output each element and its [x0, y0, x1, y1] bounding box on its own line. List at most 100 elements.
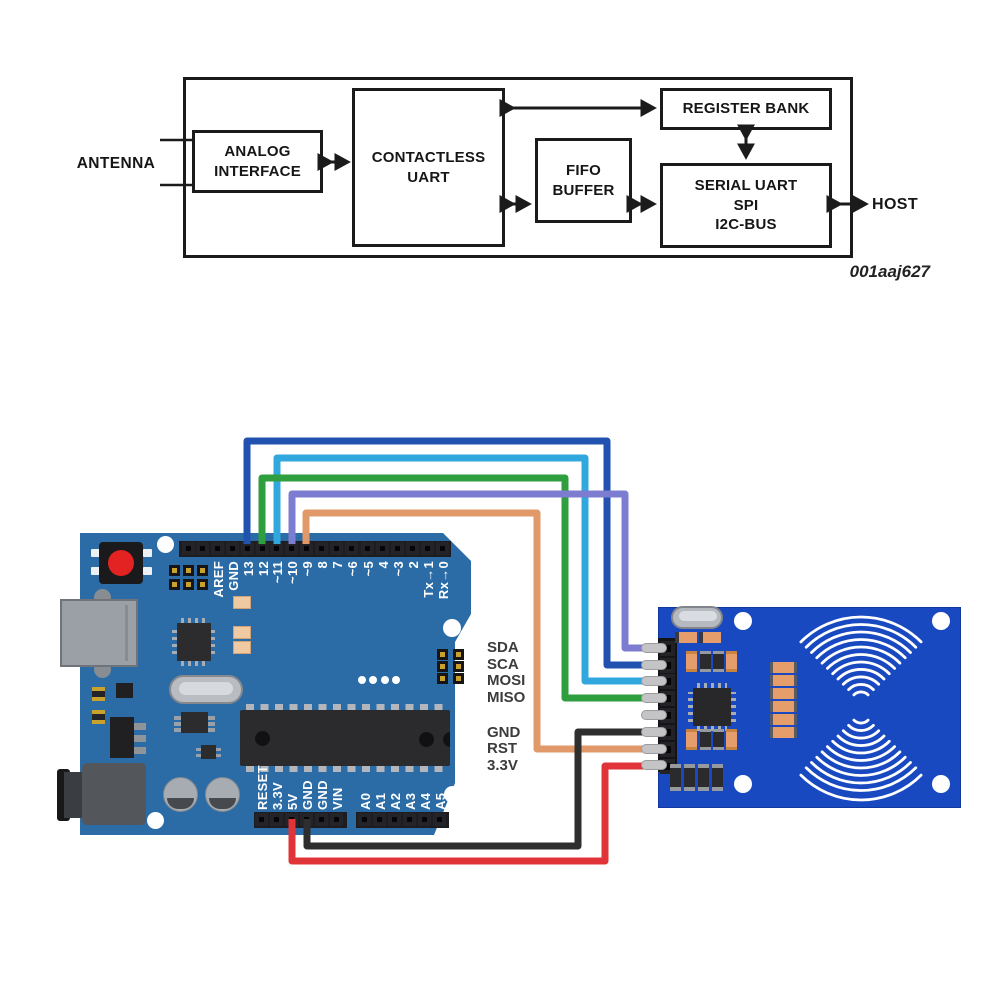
rc522-pin-label: MOSI — [487, 672, 526, 689]
voltage-regulator — [110, 717, 134, 758]
antenna-label: ANTENNA — [76, 155, 156, 172]
header-pin-a0[interactable] — [358, 813, 371, 826]
icsp-pin — [183, 565, 194, 576]
header-pin-rx0[interactable] — [436, 542, 449, 555]
icsp-pin — [437, 673, 448, 684]
header-pin-10[interactable] — [285, 542, 298, 555]
pin-label: ~3 — [391, 561, 406, 577]
header-pin-13[interactable] — [241, 542, 254, 555]
header-pin-3[interactable] — [391, 542, 404, 555]
module-crystal — [671, 606, 723, 629]
icsp-pin — [453, 673, 464, 684]
electrolytic-capacitor — [205, 777, 240, 812]
header-pin-7[interactable] — [330, 542, 343, 555]
module-pin-lead — [641, 676, 667, 686]
icsp-pin — [197, 565, 208, 576]
pin-label: 8 — [315, 561, 330, 569]
pin-label: ~10 — [285, 561, 300, 584]
rc522-pin-label: SCA — [487, 656, 519, 673]
mounting-hole — [147, 812, 164, 829]
chip-dimple — [419, 732, 434, 747]
header-pin-5[interactable] — [361, 542, 374, 555]
mounting-hole — [443, 619, 461, 637]
smd-capacitor — [233, 596, 251, 609]
module-pin-lead — [641, 643, 667, 653]
tiny-ic — [201, 745, 216, 759]
pin-label: A5 — [433, 792, 448, 810]
icsp-pin — [197, 579, 208, 590]
pin-label: 7 — [330, 561, 345, 569]
pin-label: GND — [300, 780, 315, 810]
eight-pin-ic — [181, 712, 208, 733]
pin-label: A0 — [358, 792, 373, 810]
pin-label: A3 — [403, 792, 418, 810]
smd-pad-chip — [92, 687, 105, 701]
host-label: HOST — [872, 196, 919, 213]
header-pin-vin[interactable] — [330, 813, 343, 826]
smd-resistor — [770, 727, 797, 738]
usb-controller-chip — [177, 623, 211, 661]
header-pin-4[interactable] — [376, 542, 389, 555]
crystal-oscillator — [169, 675, 243, 704]
pin-label: A4 — [418, 792, 433, 810]
header-pin-gnd1[interactable] — [300, 813, 313, 826]
pin-label: 3.3V — [270, 782, 285, 810]
pin-label: GND — [226, 561, 241, 591]
header-pin-aref[interactable] — [211, 542, 224, 555]
header-pin-a3[interactable] — [403, 813, 416, 826]
rc522-pin-label: RST — [487, 740, 517, 757]
header-pin-5v[interactable] — [285, 813, 298, 826]
usb-connector-seam — [125, 605, 128, 661]
icsp-pin — [453, 649, 464, 660]
pin-label: 4 — [376, 561, 391, 569]
header-pin-11[interactable] — [270, 542, 283, 555]
rc522-chip — [693, 688, 731, 726]
chip-outline-box — [183, 77, 853, 258]
header-pin-3v3[interactable] — [270, 813, 283, 826]
smd-component — [712, 764, 723, 791]
header-pin-tx1[interactable] — [421, 542, 434, 555]
reset-button[interactable] — [99, 542, 143, 584]
header-pin-a2[interactable] — [388, 813, 401, 826]
header-pin-2[interactable] — [406, 542, 419, 555]
smd-resistor — [770, 662, 797, 673]
watermark-code: 001aaj627 — [849, 262, 930, 281]
icsp-pin — [453, 661, 464, 672]
header-pin[interactable] — [196, 542, 209, 555]
header-pin-gnd2[interactable] — [315, 813, 328, 826]
header-pin-reset[interactable] — [255, 813, 268, 826]
usb-connector — [60, 599, 138, 667]
header-pin-a5[interactable] — [433, 813, 446, 826]
header-pin-6[interactable] — [345, 542, 358, 555]
mcu-smd-pins — [210, 627, 215, 654]
mounting-hole — [932, 612, 950, 630]
regulator-leg — [134, 747, 146, 754]
solder-dot — [381, 676, 389, 684]
smd-component — [686, 729, 697, 750]
header-pin-a1[interactable] — [373, 813, 386, 826]
power-jack-body — [82, 763, 146, 825]
header-pin[interactable] — [182, 542, 195, 555]
pin-label: RESET — [255, 765, 270, 810]
header-pin-a4[interactable] — [418, 813, 431, 826]
dip-pins — [246, 766, 444, 772]
header-pin-8[interactable] — [315, 542, 328, 555]
module-pin-lead — [641, 660, 667, 670]
module-pin-lead — [641, 744, 667, 754]
pin-label: Tx→1 — [421, 561, 436, 598]
smd-capacitor — [233, 641, 251, 654]
module-pin-lead — [641, 760, 667, 770]
smd-resistor — [770, 701, 797, 712]
header-pin-9[interactable] — [300, 542, 313, 555]
mcu-smd-pins — [697, 683, 727, 688]
smd-resistor — [770, 688, 797, 699]
header-pin-gnd[interactable] — [226, 542, 239, 555]
icsp-pin — [437, 649, 448, 660]
reset-button-cap[interactable] — [108, 550, 134, 576]
solder-dot — [369, 676, 377, 684]
smd-component — [684, 764, 695, 791]
smd-component — [726, 651, 737, 672]
header-pin-12[interactable] — [256, 542, 269, 555]
rc522-pin-label: MISO — [487, 689, 526, 706]
smd-component — [713, 729, 724, 750]
